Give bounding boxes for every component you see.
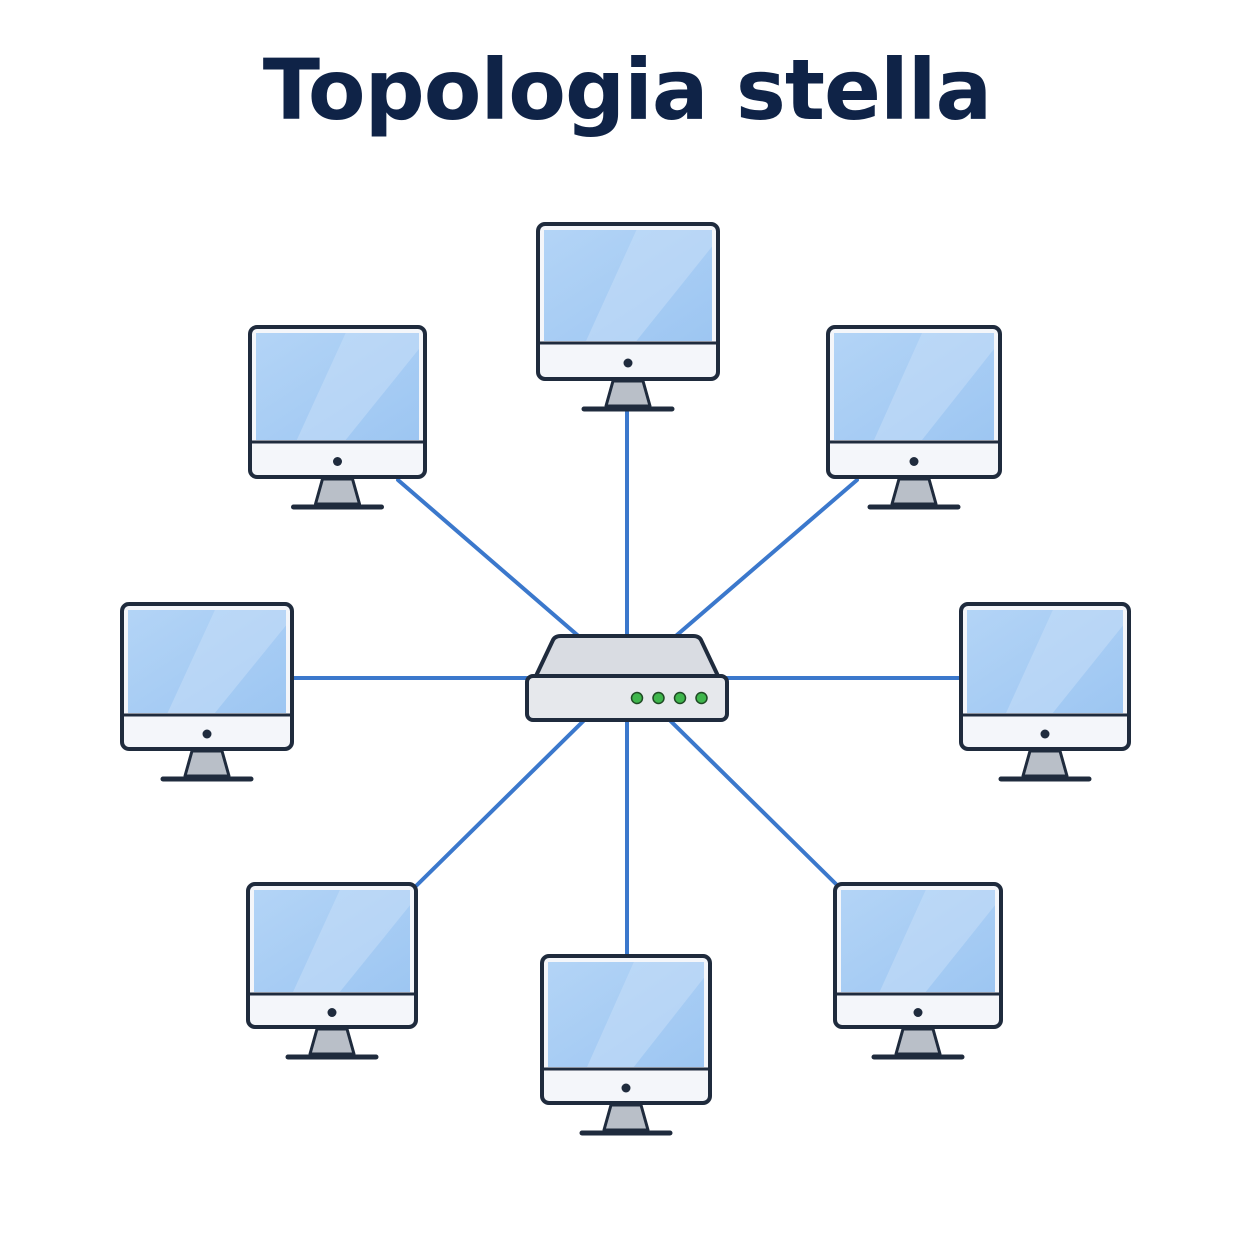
screen-glare bbox=[296, 333, 419, 440]
monitor-stand bbox=[890, 477, 938, 506]
computer-bottom-right bbox=[833, 882, 1003, 1060]
screen-glare bbox=[293, 890, 410, 992]
computers-group bbox=[120, 222, 1131, 1136]
monitor-stand bbox=[894, 1027, 942, 1056]
diagram-title: Topologia stella bbox=[262, 41, 992, 139]
screen-glare bbox=[587, 962, 704, 1067]
computer-right bbox=[959, 602, 1131, 782]
screen-glare bbox=[586, 230, 712, 341]
monitor-stand bbox=[1021, 749, 1069, 778]
computer-top-right bbox=[826, 325, 1002, 510]
hub-led bbox=[695, 691, 708, 705]
hub-led bbox=[630, 691, 644, 705]
hub-front bbox=[525, 674, 729, 722]
hub-group bbox=[525, 634, 729, 722]
computer-bottom bbox=[540, 954, 712, 1136]
computer-left bbox=[120, 602, 294, 782]
monitor-stand bbox=[604, 379, 652, 408]
screen-glare bbox=[879, 890, 995, 992]
computer-bottom-left bbox=[246, 882, 418, 1060]
monitor-dot bbox=[327, 1008, 337, 1017]
monitor-dot bbox=[333, 457, 342, 466]
computer-top bbox=[536, 222, 720, 412]
hub-led bbox=[673, 691, 687, 705]
screen-glare bbox=[874, 333, 994, 440]
monitor-dot bbox=[909, 457, 919, 466]
monitor-stand bbox=[314, 477, 361, 506]
monitor-dot bbox=[623, 358, 633, 368]
hub-led bbox=[652, 691, 665, 705]
monitor-stand bbox=[308, 1027, 356, 1056]
monitor-dot bbox=[621, 1083, 631, 1093]
screen-glare bbox=[167, 610, 286, 713]
computer-top-left bbox=[248, 325, 427, 510]
monitor-dot bbox=[1040, 729, 1050, 739]
monitor-stand bbox=[183, 749, 231, 778]
hub-switch bbox=[525, 634, 729, 722]
hub-top bbox=[533, 634, 721, 680]
screen-glare bbox=[1006, 610, 1123, 713]
monitor-stand bbox=[602, 1103, 650, 1132]
monitor-dot bbox=[913, 1008, 923, 1017]
monitor-dot bbox=[202, 729, 212, 739]
